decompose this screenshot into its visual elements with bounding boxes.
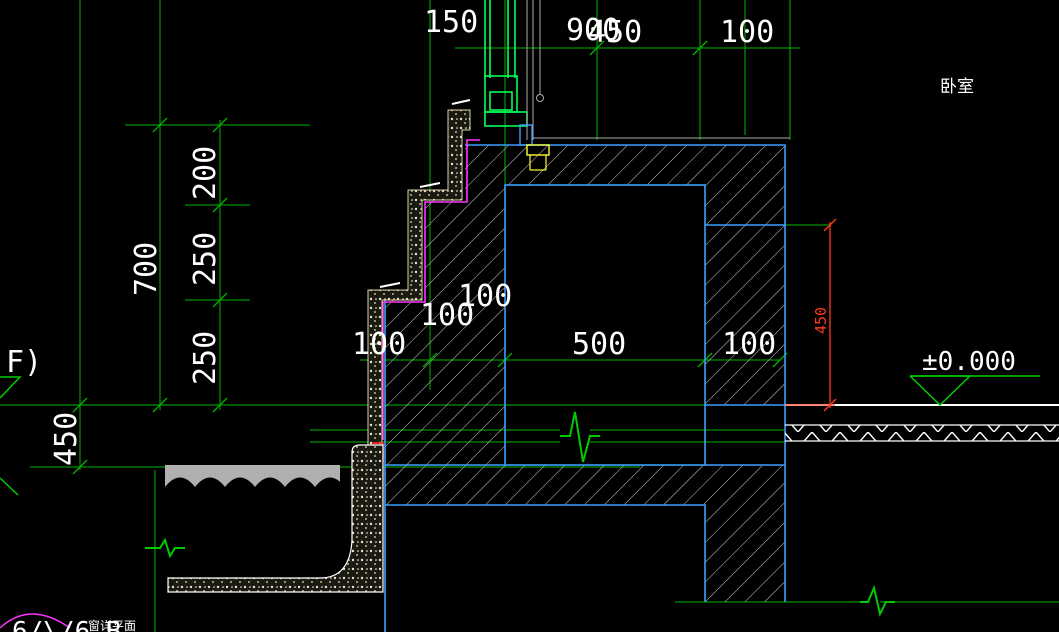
red-dimension	[785, 218, 837, 412]
dim-left-200: 200	[188, 146, 223, 200]
dim-left-700: 700	[129, 242, 164, 296]
retaining-wall	[167, 444, 384, 593]
axis-bubble	[0, 613, 71, 629]
room-label: 卧室	[940, 77, 974, 97]
dim-mid-100-b: 100	[420, 298, 474, 333]
concrete-structure	[385, 145, 785, 602]
dim-mid-100-c: 100	[458, 279, 512, 314]
dim-mid-500: 500	[572, 327, 626, 362]
axis-marks	[0, 376, 22, 496]
elevation-symbol	[909, 375, 1040, 407]
stepped-facing	[367, 109, 471, 446]
window-frame	[484, 0, 528, 127]
dim-left-250-a: 250	[188, 232, 223, 286]
dim-top-partial: 900	[566, 13, 620, 48]
glass-lines	[526, 0, 790, 140]
ground-right	[785, 404, 1059, 442]
flashing-marks	[379, 99, 471, 288]
dim-top-100: 100	[720, 15, 774, 50]
dim-left-250-b: 250	[188, 331, 223, 385]
axis-label-bottom: 6/\/6 B	[12, 617, 122, 632]
soil-fill	[165, 465, 345, 487]
window-sill	[519, 124, 550, 171]
break-symbols	[145, 411, 895, 617]
concrete-outline	[384, 144, 786, 632]
finish-line	[382, 139, 480, 440]
elevation-label: ±0.000	[922, 347, 1016, 377]
bottom-note: 窗详平面	[88, 618, 136, 632]
dim-mid-100-a: 100	[352, 327, 406, 362]
dim-top-450: 450	[588, 15, 642, 50]
dim-red-450: 450	[812, 307, 830, 334]
dim-left-450: 450	[49, 412, 84, 466]
axis-label-left: F)	[6, 345, 42, 380]
dim-top-150: 150	[424, 5, 478, 40]
dim-mid-100-d: 100	[722, 327, 776, 362]
